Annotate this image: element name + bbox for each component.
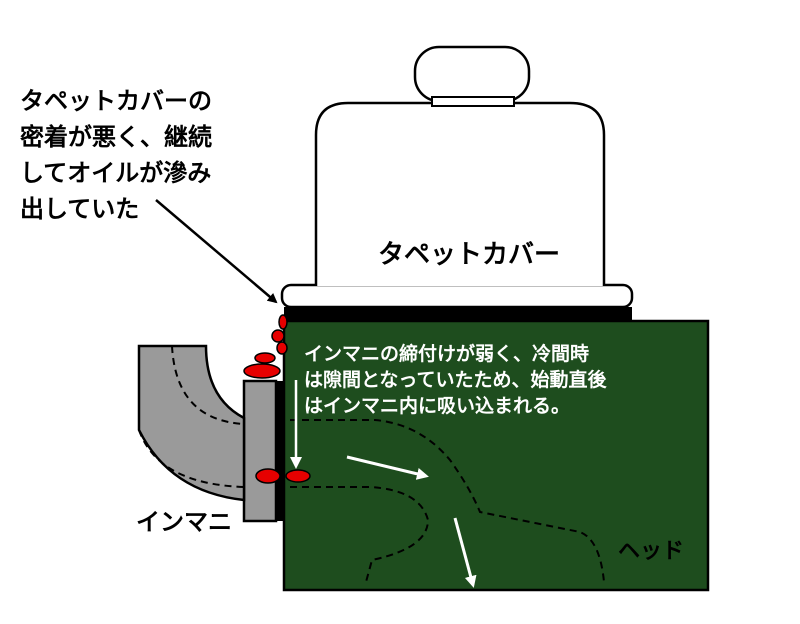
intake-flow-arrow-lower <box>453 517 477 588</box>
oil-filler-neck <box>431 96 515 107</box>
cover-leak-note-line: してオイルが滲み <box>20 159 212 187</box>
oil-drop <box>278 314 288 330</box>
cover-leak-note-line: 密着が悪く、継続 <box>20 123 212 151</box>
cover-leak-note-line: タペットカバーの <box>20 87 212 115</box>
manifold-intake-note: インマニの締付けが弱く、冷間時 は隙間となっていたため、始動直後 はインマニ内に… <box>304 341 606 419</box>
oil-drop <box>254 352 276 364</box>
oil-drop <box>285 469 311 483</box>
oil-drop <box>276 341 288 355</box>
manifold-intake-note-line: は隙間となっていたため、始動直後 <box>304 369 607 391</box>
intake-manifold-pipe <box>137 344 246 502</box>
cylinder-head <box>282 319 710 592</box>
oil-drop <box>271 329 285 343</box>
cylinder-head-label: ヘッド <box>618 539 685 564</box>
oil-drop <box>243 363 281 379</box>
intake-manifold-label: インマニ <box>136 508 232 536</box>
cover-leak-note-line: 出していた <box>20 195 140 223</box>
intake-port-outline-upper <box>290 419 605 583</box>
oil-filler-cap <box>413 45 531 103</box>
cover-leak-note: タペットカバーの 密着が悪く、継続 してオイルが滲み 出していた <box>20 83 212 227</box>
manifold-pipe-dash-upper <box>171 345 245 425</box>
tappet-cover-gasket <box>284 307 632 321</box>
manifold-pipe-dash-lower <box>138 429 245 488</box>
tappet-cover-label: タペットカバー <box>378 240 561 270</box>
leak-pointer-arrow <box>155 199 278 304</box>
intake-port-outline-lower <box>290 486 430 583</box>
manifold-intake-note-line: はインマニ内に吸い込まれる。 <box>304 395 571 417</box>
manifold-intake-note-line: インマニの締付けが弱く、冷間時 <box>304 343 590 365</box>
intake-flow-arrow-upper <box>346 455 429 480</box>
tappet-cover-flange <box>280 283 634 309</box>
manifold-flange <box>242 379 278 523</box>
manifold-gasket <box>276 381 284 521</box>
oil-drop <box>255 468 281 484</box>
